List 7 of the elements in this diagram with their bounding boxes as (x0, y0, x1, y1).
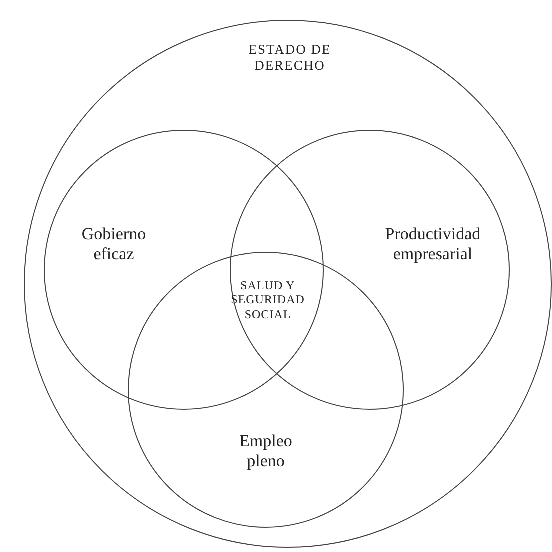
circle-label: Gobierno eficaz (80, 224, 148, 266)
venn-circle (230, 130, 510, 410)
venn-circle (24, 20, 552, 548)
venn-circle (44, 130, 324, 410)
circle-label: Productividad empresarial (384, 224, 482, 266)
circle-label: Empleo pleno (238, 432, 294, 472)
circle-label: ESTADO DE DERECHO (248, 42, 332, 74)
